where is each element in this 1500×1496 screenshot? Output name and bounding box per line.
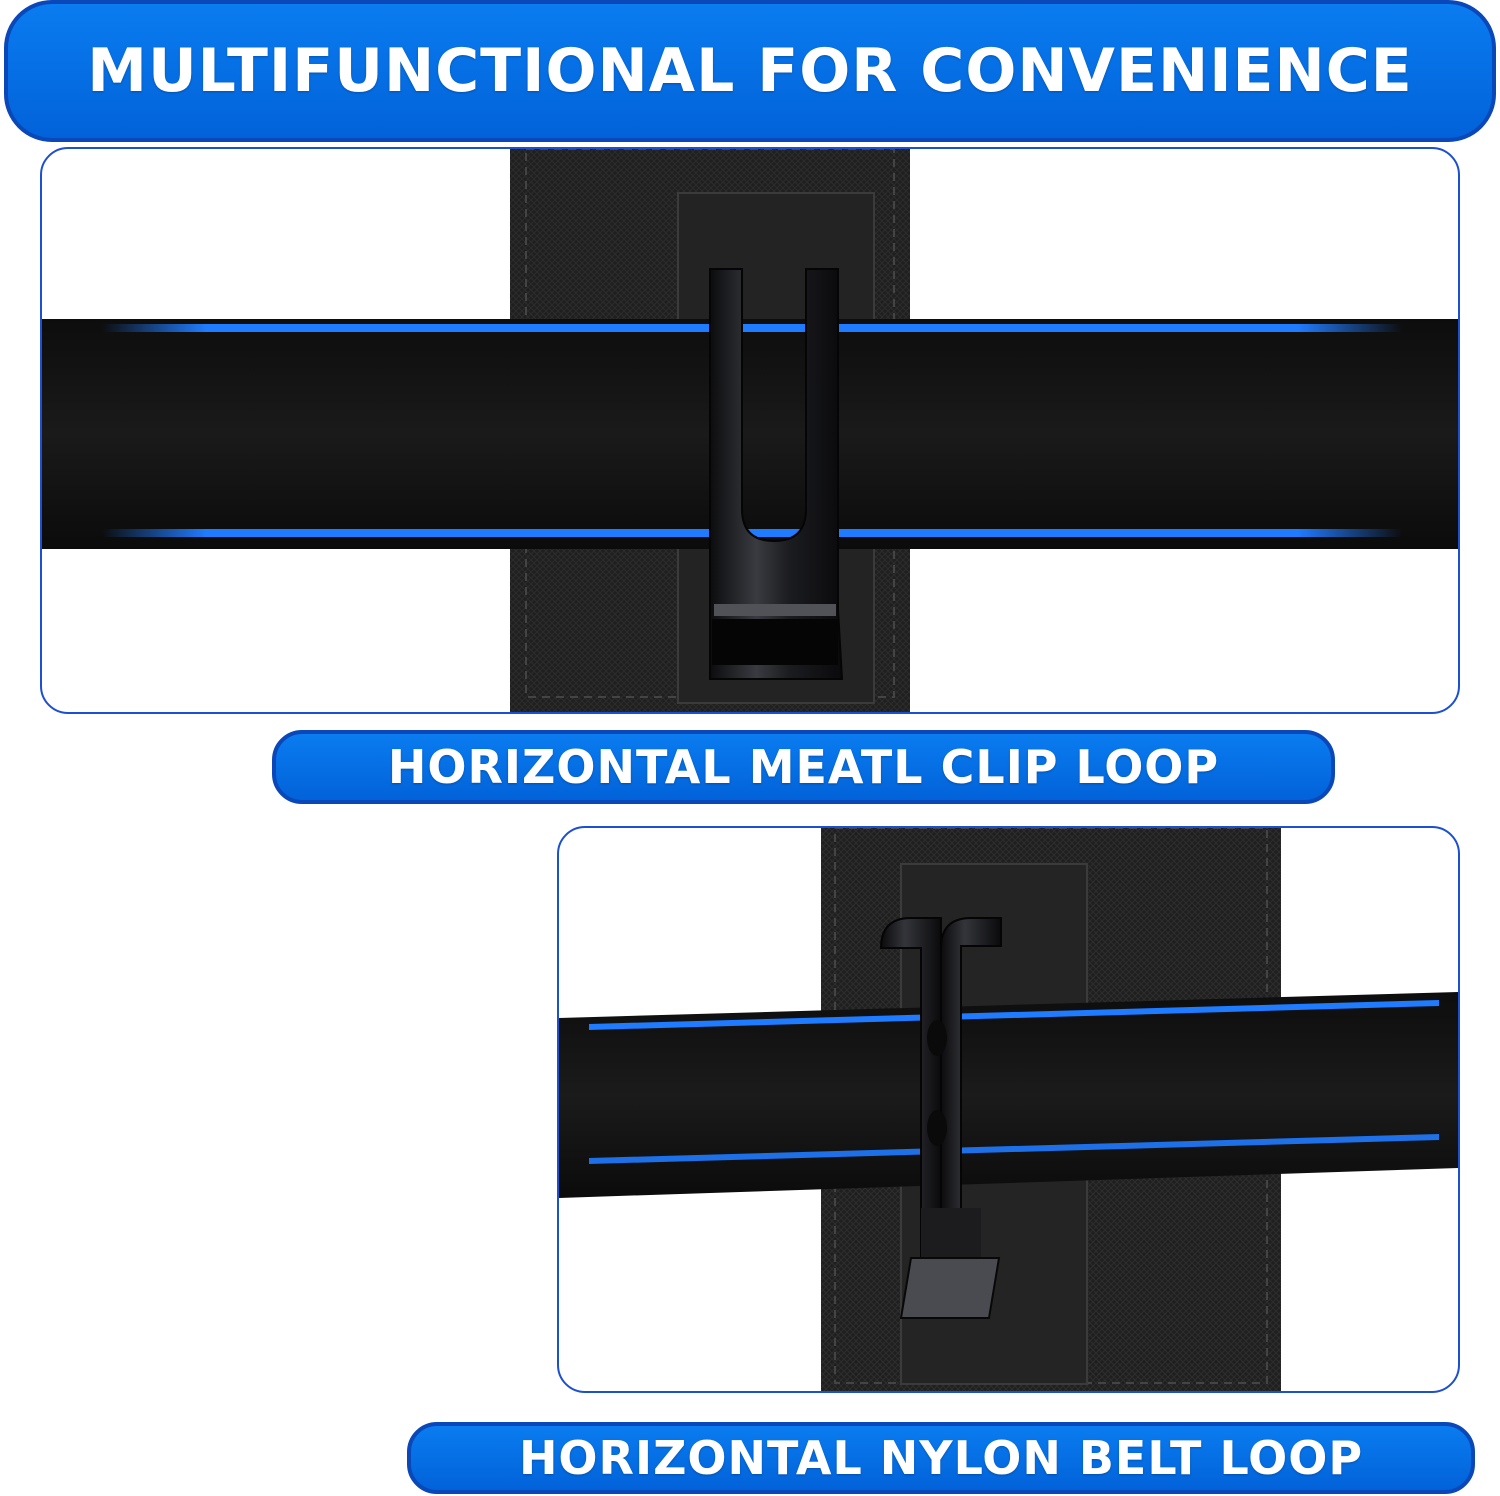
belt-strap: [559, 992, 1458, 1198]
section-caption-nylon-loop: HORIZONTAL NYLON BELT LOOP: [407, 1422, 1475, 1494]
page-title: MULTIFUNCTIONAL FOR CONVENIENCE: [4, 0, 1496, 142]
metal-clip-illustration: [42, 149, 1458, 712]
metal-clip-icon: [709, 268, 844, 680]
belt-strap: [42, 319, 1458, 549]
nylon-loop-illustration: [559, 828, 1458, 1391]
section-caption-text: HORIZONTAL NYLON BELT LOOP: [518, 1431, 1364, 1485]
metal-clip-photo-panel: [40, 147, 1460, 714]
nylon-loop-photo-panel: [557, 826, 1460, 1393]
section-caption-text: HORIZONTAL MEATL CLIP LOOP: [387, 740, 1220, 794]
section-caption-metal-clip: HORIZONTAL MEATL CLIP LOOP: [272, 730, 1335, 804]
page-title-text: MULTIFUNCTIONAL FOR CONVENIENCE: [87, 36, 1413, 106]
